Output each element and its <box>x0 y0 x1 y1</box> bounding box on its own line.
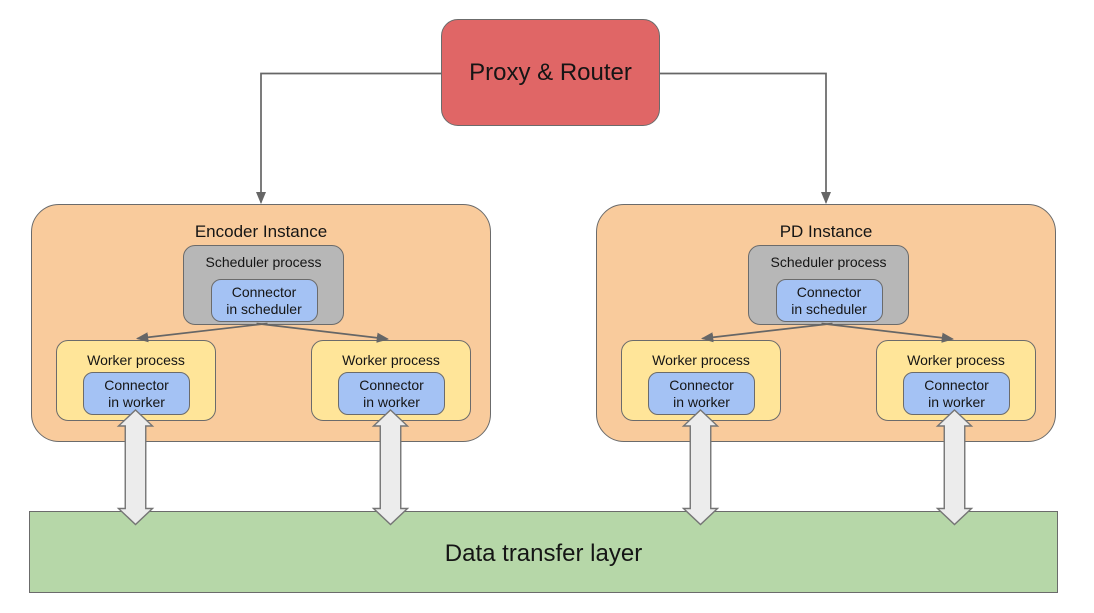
encoder-worker-process-box-2: Worker process Connector in worker <box>311 340 471 421</box>
pd-worker-process-label-2: Worker process <box>907 351 1005 368</box>
proxy-router-label: Proxy & Router <box>469 58 632 86</box>
pd-connector-in-scheduler-box: Connector in scheduler <box>775 279 883 322</box>
encoder-connector-in-worker-box-2: Connector in worker <box>338 372 445 415</box>
data-transfer-layer-label: Data transfer layer <box>444 540 643 567</box>
edge-proxy-to-encoder <box>255 72 441 205</box>
pd-scheduler-process-label: Scheduler process <box>770 253 887 270</box>
encoder-instance-box: Encoder Instance Scheduler process Conne… <box>31 203 491 442</box>
pd-worker-process-box-2: Worker process Connector in worker <box>876 340 1036 421</box>
encoder-scheduler-process-label: Scheduler process <box>205 253 322 270</box>
encoder-scheduler-process-box: Scheduler process Connector in scheduler <box>183 245 344 325</box>
encoder-worker-process-label-1: Worker process <box>87 351 185 368</box>
encoder-worker-process-label-2: Worker process <box>342 351 440 368</box>
encoder-instance-title: Encoder Instance <box>194 222 328 241</box>
pd-instance-title: PD Instance <box>779 222 873 241</box>
encoder-connector-in-worker-box-1: Connector in worker <box>83 372 190 415</box>
data-transfer-layer-box: Data transfer layer <box>29 511 1058 593</box>
proxy-router-box: Proxy & Router <box>441 19 660 126</box>
edge-proxy-to-pd <box>660 72 832 205</box>
encoder-worker-process-box-1: Worker process Connector in worker <box>56 340 216 421</box>
pd-connector-in-worker-box-1: Connector in worker <box>648 372 755 415</box>
pd-worker-process-label-1: Worker process <box>652 351 750 368</box>
pd-scheduler-process-box: Scheduler process Connector in scheduler <box>748 245 909 325</box>
encoder-connector-in-scheduler-box: Connector in scheduler <box>210 279 318 322</box>
pd-instance-box: PD Instance Scheduler process Connector … <box>596 203 1056 442</box>
pd-worker-process-box-1: Worker process Connector in worker <box>621 340 781 421</box>
pd-connector-in-worker-box-2: Connector in worker <box>903 372 1010 415</box>
